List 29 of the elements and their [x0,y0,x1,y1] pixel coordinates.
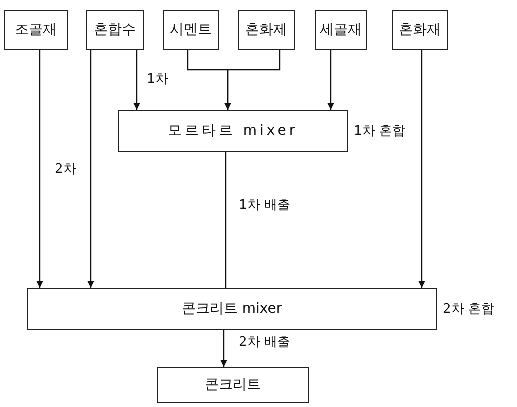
stage-note: 1차 혼합 [354,123,406,140]
box-label: 콘크리트 mixer [182,300,282,318]
box-label: 모르타르 mixer [168,122,298,140]
box-label: 조골재 [15,21,57,39]
process-box [4,10,68,50]
box-label: 세골재 [320,21,362,39]
arrow [220,330,228,367]
box-label: 혼화재 [399,21,441,39]
box-label: 콘크리트 [205,376,261,394]
edge-label: 2차 [54,160,78,178]
arrow [134,50,140,110]
arrow [36,50,44,288]
process-box [315,10,367,50]
box-label: 시멘트 [170,21,212,39]
process-box [86,10,144,50]
process-box [238,10,295,50]
process-box [163,10,219,50]
arrow [418,50,426,288]
box-label: 혼화제 [246,21,288,39]
edge-label: 1차 배출 [238,196,292,214]
process-box [392,10,448,50]
box-label: 혼합수 [94,21,136,39]
arrow [224,50,281,110]
stage-note: 2차 혼합 [443,301,494,318]
edge-label: 2차 배출 [238,333,292,351]
process-box [157,367,309,403]
arrow [328,50,334,110]
arrow [88,50,94,288]
edge-label: 1차 [146,70,170,88]
